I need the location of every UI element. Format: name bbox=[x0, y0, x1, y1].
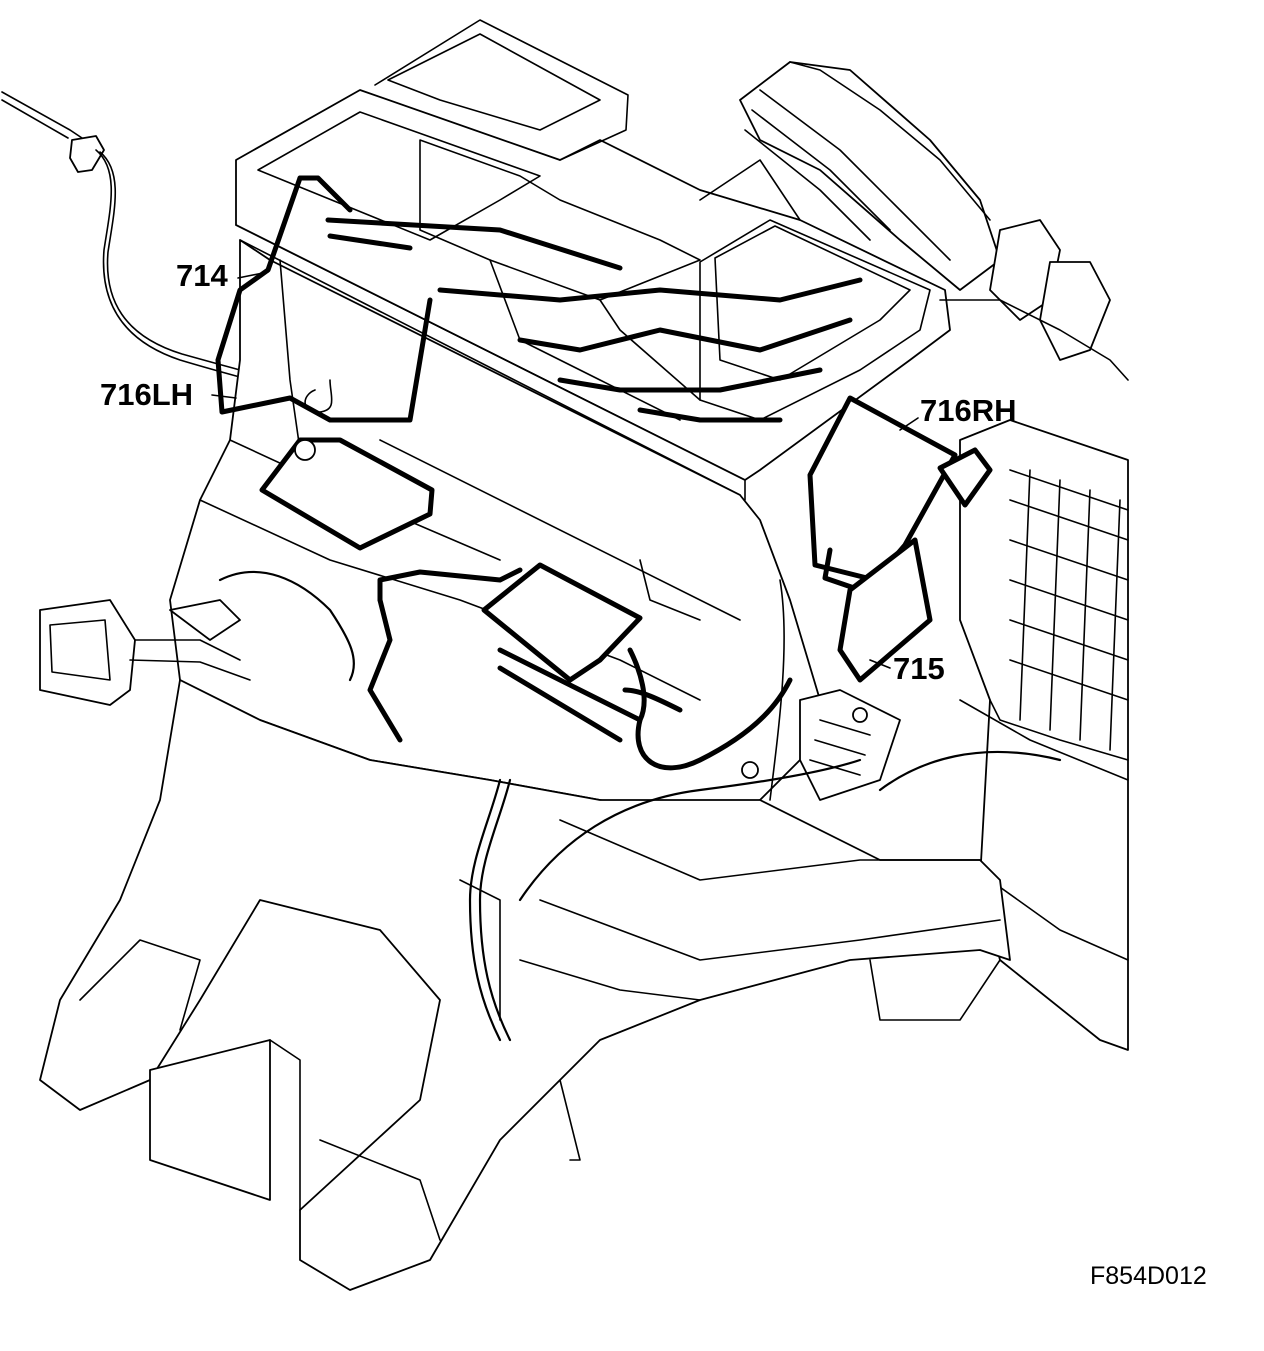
left-connector bbox=[39, 570, 355, 706]
ribbed-duct-top-right bbox=[739, 61, 1129, 381]
figure-id: F854D012 bbox=[1090, 1262, 1207, 1290]
callout-leaders bbox=[211, 271, 919, 669]
callout-715: 715 bbox=[893, 651, 945, 686]
actuator-center bbox=[367, 562, 643, 743]
lower-motor bbox=[741, 689, 901, 801]
callout-714: 714 bbox=[176, 258, 228, 293]
callout-716lh: 716LH bbox=[100, 377, 194, 412]
actuator-715 bbox=[622, 537, 933, 771]
actuator-716lh bbox=[259, 379, 435, 551]
flap-rods bbox=[437, 277, 863, 423]
lower-distribution-ducts bbox=[39, 679, 1011, 1291]
top-inlet-frame bbox=[235, 19, 951, 501]
main-housing bbox=[169, 239, 821, 821]
wiring-harness bbox=[468, 579, 1129, 1042]
callout-716rh: 716RH bbox=[920, 393, 1017, 428]
flap-outline-714 bbox=[215, 175, 623, 423]
